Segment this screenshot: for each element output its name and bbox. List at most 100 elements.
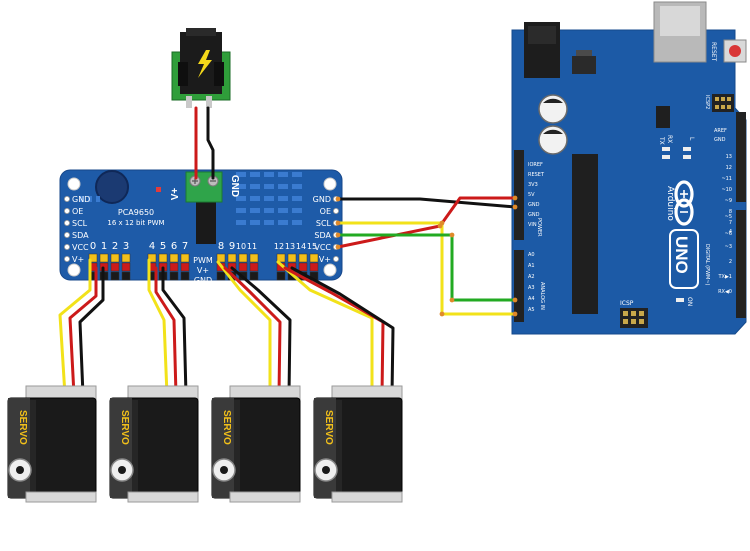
arduino-digital-pin-label: ~9 [725, 198, 732, 204]
terminal-gnd-label: GND [229, 175, 240, 197]
driver-left-pin-label: V+ [72, 255, 84, 264]
header-pin[interactable] [158, 253, 168, 263]
arduino-logo-icon [674, 180, 694, 226]
arduino-digital-pin-label: ~10 [721, 187, 732, 193]
header-pin[interactable] [298, 253, 308, 263]
header-row-label: GND [194, 276, 212, 285]
header-pin[interactable] [216, 253, 226, 263]
icsp-label: ICSP [620, 300, 634, 307]
header-pin[interactable] [276, 271, 286, 281]
arduino-analog-pin-label: A0 [528, 252, 535, 258]
servo-label: SERVO [17, 410, 28, 445]
arduino-digital-pin-label: 12 [726, 165, 732, 171]
header-pin[interactable] [121, 253, 131, 263]
header-pin[interactable] [110, 271, 120, 281]
arduino-digital-pin-label: 13 [726, 154, 732, 160]
channel-number-label: 0 [90, 241, 96, 252]
header-pin[interactable] [121, 262, 131, 272]
servo-motor: SERVO [7, 385, 97, 503]
channel-number-label: 15 [307, 242, 317, 251]
arduino-digital-pin-label: TX▶1 [717, 274, 732, 280]
servo-motor: SERVO [211, 385, 301, 503]
header-pin[interactable] [238, 253, 248, 263]
header-pin[interactable] [298, 262, 308, 272]
header-pin[interactable] [216, 271, 226, 281]
channel-number-label: 4 [149, 241, 155, 252]
driver-right-pin-label: V+ [319, 255, 331, 264]
wire-sda-green [336, 233, 517, 302]
analog-header-label: ANALOG IN [539, 282, 545, 310]
header-pin[interactable] [110, 253, 120, 263]
lightning-icon [198, 50, 212, 78]
driver-left-pin-label: GND [72, 195, 90, 204]
arduino-digital-pin-label: ~3 [725, 244, 732, 250]
arduino-power-pin-label: GND [528, 202, 540, 208]
header-pin[interactable] [169, 253, 179, 263]
arduino-analog-pin-label: A5 [528, 307, 535, 313]
header-pin[interactable] [110, 262, 120, 272]
header-pin[interactable] [249, 262, 259, 272]
arduino-digital-pin-label: ~5 [725, 214, 732, 220]
header-pin[interactable] [309, 262, 319, 272]
channel-number-label: 7 [182, 241, 188, 252]
header-pin[interactable] [276, 253, 286, 263]
on-label: ON [686, 297, 693, 306]
wire-scl-yellow [336, 221, 517, 316]
header-pin[interactable] [121, 271, 131, 281]
header-pin[interactable] [287, 253, 297, 263]
power-header-label: POWER [536, 218, 542, 237]
header-pin[interactable] [180, 271, 190, 281]
driver-left-pin-label: VCC [72, 243, 89, 252]
l-led-label: L [688, 137, 695, 141]
header-row-label: V+ [197, 266, 209, 275]
servo-label: SERVO [119, 410, 130, 445]
header-row-label: PWM [193, 256, 213, 265]
arduino-analog-pin-label: A2 [528, 274, 535, 280]
aref-label: AREF [714, 128, 727, 134]
channel-number-label: 13 [285, 242, 295, 251]
header-pin[interactable] [309, 253, 319, 263]
header-pin[interactable] [147, 253, 157, 263]
pwm-driver-board: V+ GND PCA9650 16 x 12 bit PWM GNDOESCLS… [59, 169, 343, 285]
arduino-power-pin-label: GND [528, 212, 540, 218]
wire-gnd-black [336, 197, 517, 209]
arduino-digital-pin-label: ~11 [721, 176, 732, 182]
driver-right-pin-label: GND [313, 195, 331, 204]
driver-right-pin-label: SCL [316, 219, 332, 228]
channel-number-label: 11 [247, 242, 257, 251]
arduino-analog-pin-label: A1 [528, 263, 535, 269]
servo-label: SERVO [221, 410, 232, 445]
header-pin[interactable] [169, 271, 179, 281]
header-pin[interactable] [227, 253, 237, 263]
header-pin[interactable] [249, 271, 259, 281]
driver-left-pin-label: OE [72, 207, 83, 216]
arduino-analog-pin-label: A3 [528, 285, 535, 291]
header-pin[interactable] [88, 253, 98, 263]
header-pin[interactable] [169, 262, 179, 272]
channel-number-label: 2 [112, 241, 118, 252]
channel-number-label: 9 [229, 241, 235, 252]
wires [58, 106, 518, 397]
channel-number-label: 14 [296, 242, 306, 251]
digital-header-label: DIGITAL (PWM~) [704, 244, 710, 286]
arduino-model: UNO [672, 236, 691, 274]
header-pin[interactable] [99, 253, 109, 263]
arduino-digital-pin-label: 8 [729, 209, 732, 215]
driver-subtitle: 16 x 12 bit PWM [107, 219, 164, 227]
channel-number-label: 1 [101, 241, 107, 252]
header-pin[interactable] [180, 253, 190, 263]
arduino-digital-pin-label: RX◀0 [718, 289, 732, 295]
header-pin[interactable] [180, 262, 190, 272]
header-pin[interactable] [238, 262, 248, 272]
arduino-power-pin-label: VIN [528, 222, 537, 228]
rx-label: RX [666, 135, 673, 143]
driver-right-pin-label: VCC [314, 243, 331, 252]
arduino-uno-board: RESET ICSP2 TX RX L Arduino UNO ICSP [511, 1, 747, 335]
driver-title: PCA9650 [118, 208, 154, 217]
arduino-brand: Arduino [665, 186, 675, 221]
driver-right-pin-label: OE [320, 207, 331, 216]
header-pin[interactable] [249, 253, 259, 263]
